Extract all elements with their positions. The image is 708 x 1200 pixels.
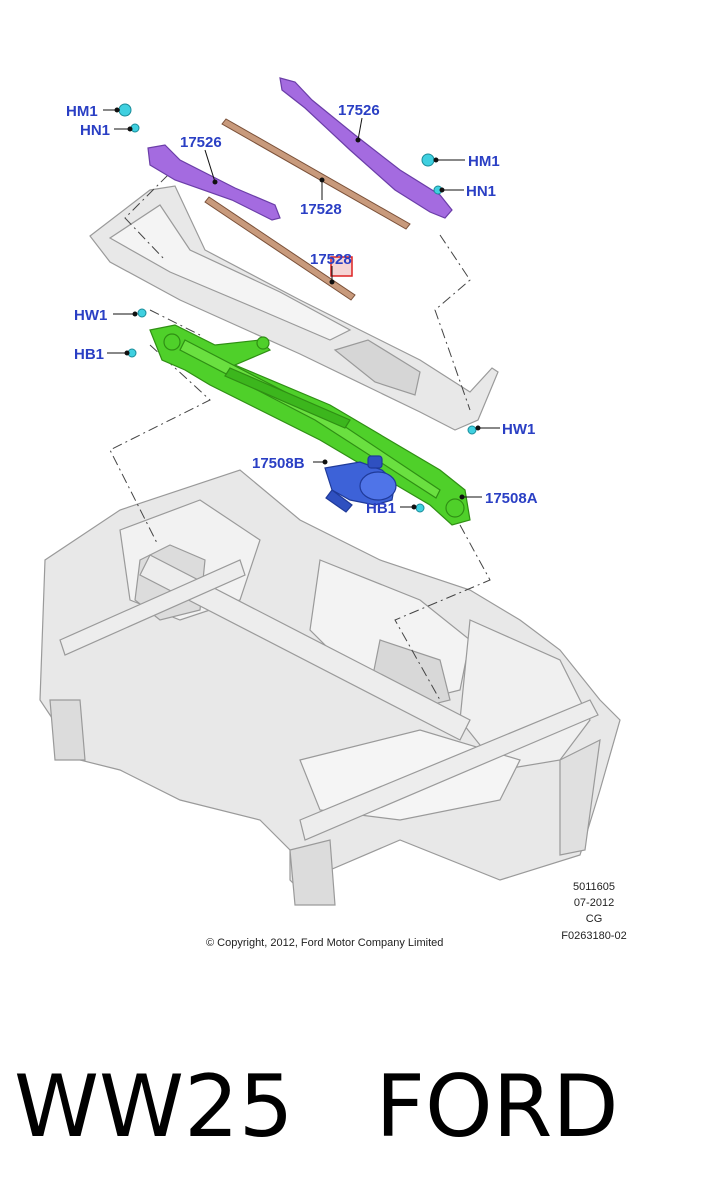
callout-motor: 17508B xyxy=(252,455,305,472)
callout-blade-upper: 17528 xyxy=(300,201,342,218)
copyright-notice: © Copyright, 2012, Ford Motor Company Li… xyxy=(206,937,443,949)
callout-arm-left: 17526 xyxy=(180,134,222,151)
meta-line-1: 5011605 xyxy=(573,881,615,893)
nut-icon xyxy=(118,103,132,117)
callout-hn1-right: HN1 xyxy=(466,183,496,200)
caption-model: WW25 xyxy=(14,1057,294,1157)
nut-icon xyxy=(421,153,435,167)
callout-hb1-left: HB1 xyxy=(74,346,104,363)
caption: WW25 FORD xyxy=(14,1052,704,1162)
callout-hw1-right: HW1 xyxy=(502,421,535,438)
callout-hb1-right: HB1 xyxy=(366,500,396,517)
callout-hw1-left: HW1 xyxy=(74,307,107,324)
callout-hm1-right: HM1 xyxy=(468,153,500,170)
callout-hm1-left: HM1 xyxy=(66,103,98,120)
leader-lines xyxy=(109,174,491,701)
callout-arm-right: 17526 xyxy=(338,102,380,119)
bolt-icon xyxy=(415,503,425,513)
callout-hn1-left: HN1 xyxy=(80,122,110,139)
wiper-motor xyxy=(324,455,397,513)
caption-brand: FORD xyxy=(375,1057,619,1157)
meta-line-3: CG xyxy=(586,913,603,925)
body-structure xyxy=(39,185,621,906)
callout-leaders xyxy=(103,107,500,510)
fasteners xyxy=(118,103,477,513)
meta-line-2: 07-2012 xyxy=(574,897,614,909)
callout-linkage: 17508A xyxy=(485,490,538,507)
highlight-marker xyxy=(330,256,353,277)
wiper-blades xyxy=(204,118,411,301)
washer-icon xyxy=(467,425,477,435)
washer-icon xyxy=(137,308,147,318)
meta-line-4: F0263180-02 xyxy=(561,930,626,942)
callout-blade-lower: 17528 xyxy=(310,251,352,268)
parts-diagram: HM1 HN1 17526 17526 HM1 HN1 17528 17528 … xyxy=(39,77,627,949)
